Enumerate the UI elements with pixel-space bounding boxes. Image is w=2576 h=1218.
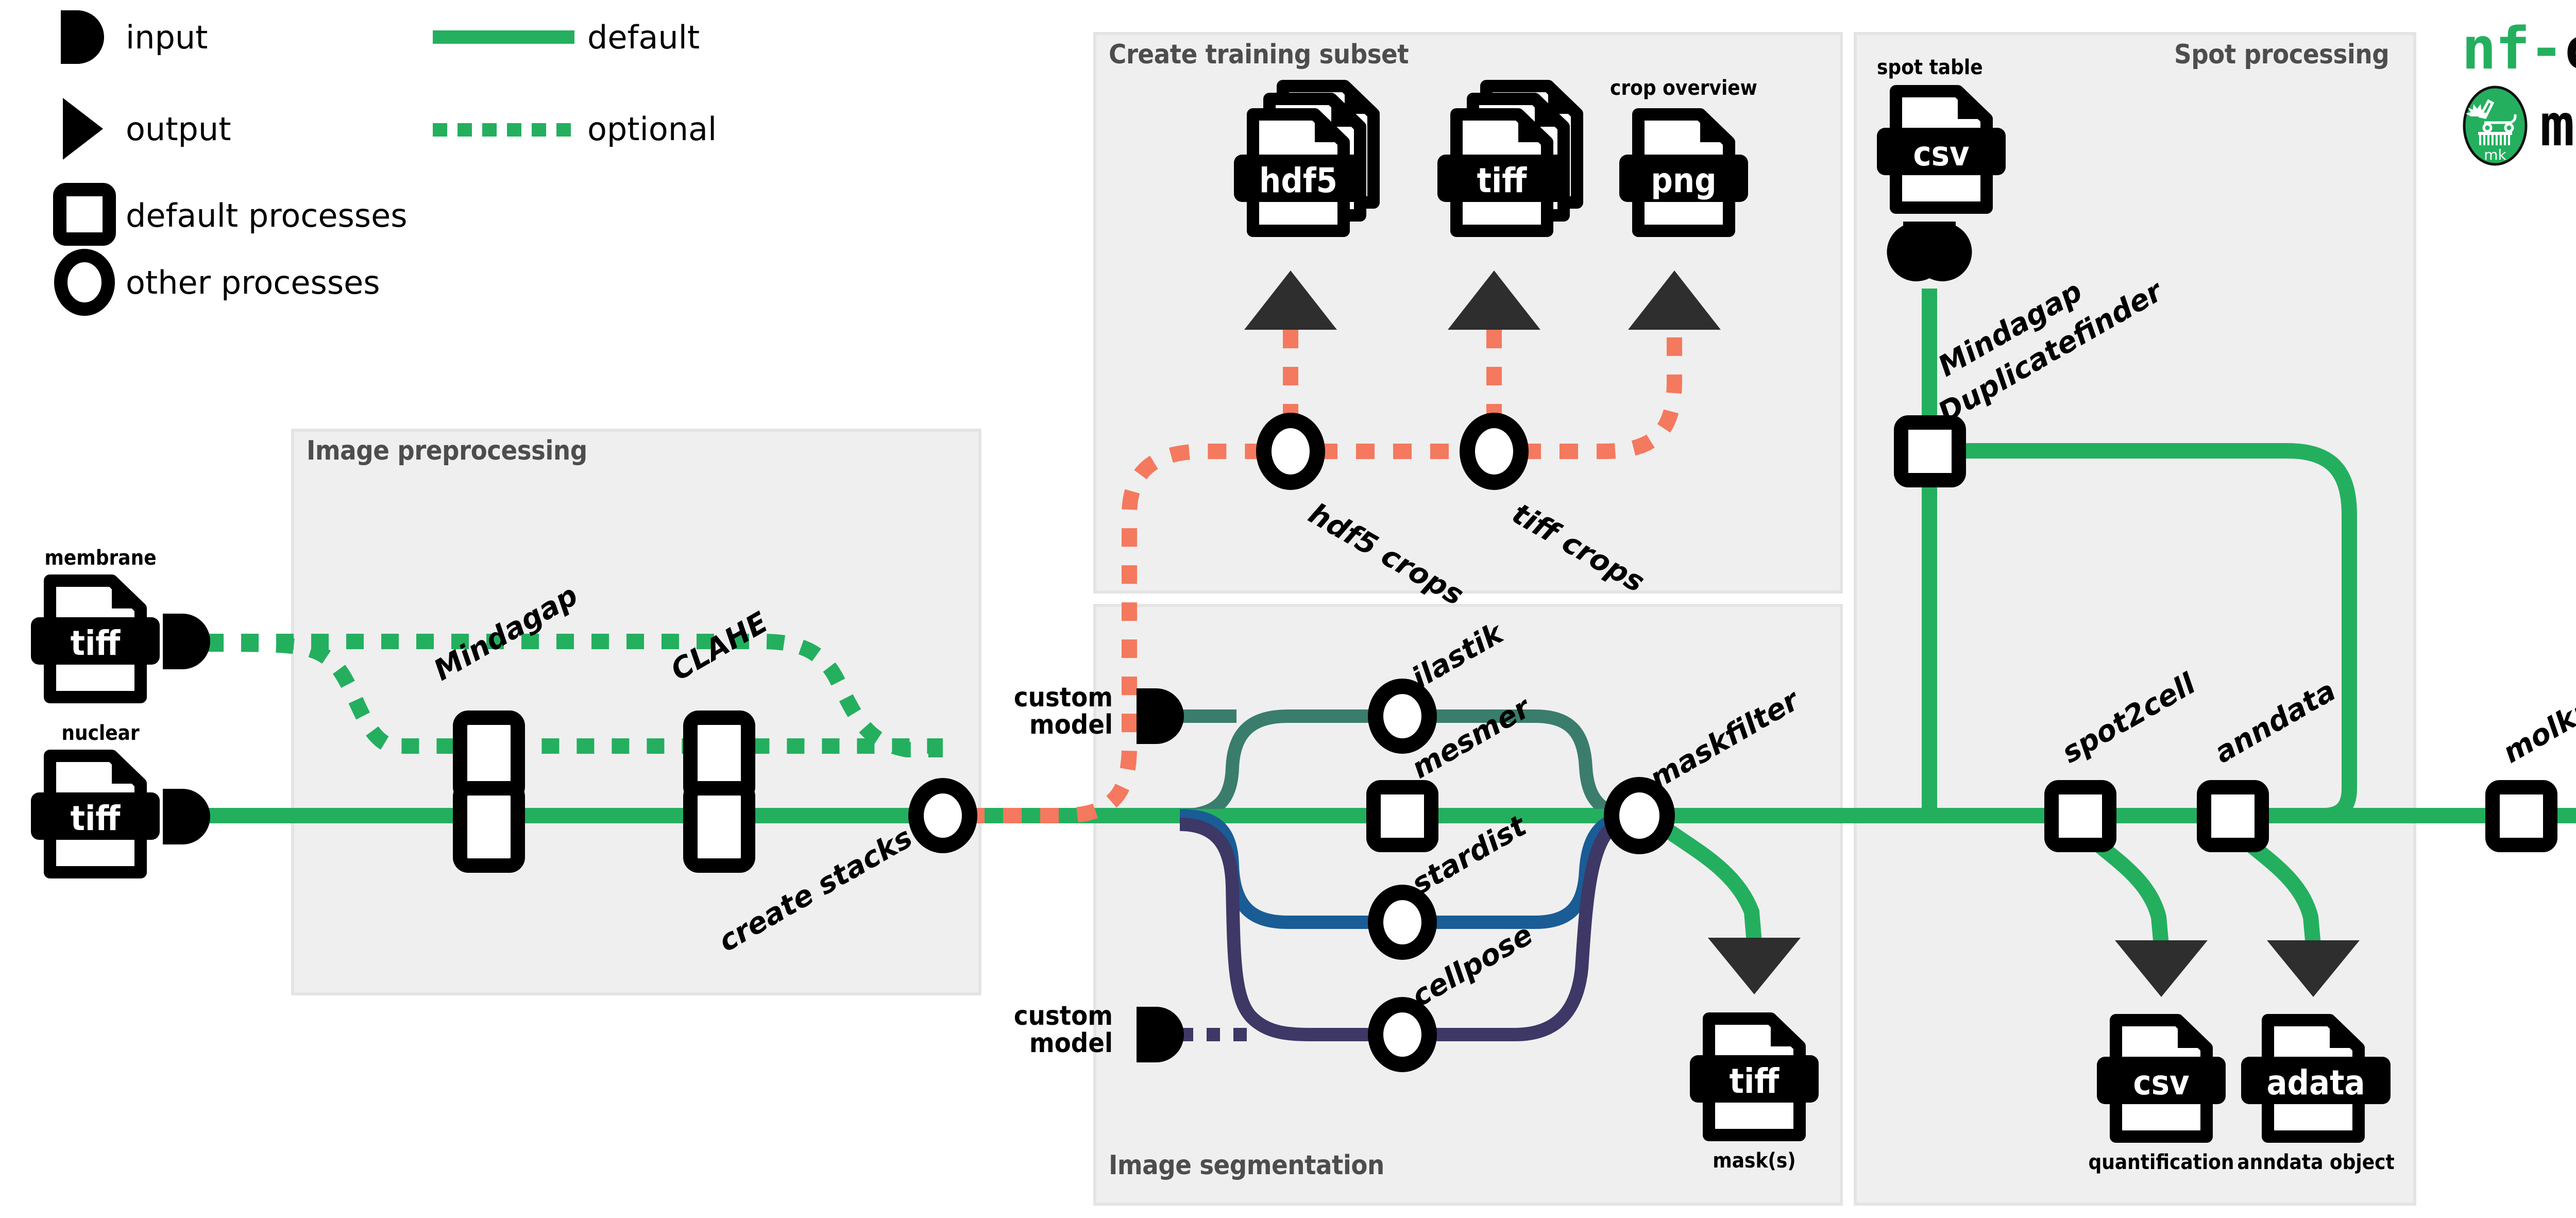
process-node-mesmer[interactable] xyxy=(1366,780,1438,852)
caption-anndata-object: anndata object xyxy=(2237,1151,2395,1174)
legend-square-node-icon xyxy=(53,183,116,246)
panel-spot-processing xyxy=(1854,32,2416,1206)
caption-quantification: quantification xyxy=(2088,1151,2234,1174)
caption-spot-table: spot table xyxy=(1877,56,1983,79)
file-icon-quantification-csv xyxy=(2097,1020,2226,1137)
file-icon-nuclear-tiff xyxy=(31,756,160,872)
legend-label-other-processes: other processes xyxy=(126,264,380,301)
custom-model-line1: custom xyxy=(1013,682,1113,713)
legend-label-input: input xyxy=(126,19,208,56)
process-node-spot2cell[interactable] xyxy=(2044,780,2116,852)
logo-name-text: molkart xyxy=(2540,92,2576,159)
file-type-nuclear: tiff xyxy=(70,799,121,838)
legend-output-arrow-icon xyxy=(63,98,103,160)
output-arrow-icon xyxy=(1244,270,1337,330)
file-icon-png-crop-overview xyxy=(1619,114,1748,231)
process-node-tiff-crops[interactable] xyxy=(1460,413,1529,490)
file-type-membrane: tiff xyxy=(70,623,121,663)
file-type-hdf5: hdf5 xyxy=(1259,161,1337,200)
process-node-molkartqc[interactable] xyxy=(2485,780,2557,852)
legend-label-default-processes: default processes xyxy=(126,197,408,234)
process-node-create-stacks[interactable] xyxy=(908,778,977,853)
file-type-masks-tiff: tiff xyxy=(1729,1061,1780,1101)
legend-label-output: output xyxy=(126,110,231,148)
legend-circle-node-icon xyxy=(54,249,115,316)
custom-model-line1: custom xyxy=(1013,1001,1113,1031)
logo-dash: - xyxy=(2529,15,2564,82)
custom-model-line2: model xyxy=(1029,1028,1113,1059)
logo-nf-text: nf xyxy=(2462,15,2530,82)
caption-nuclear: nuclear xyxy=(61,721,140,745)
file-type-adata: adata xyxy=(2266,1063,2365,1103)
input-connector-spot-table xyxy=(1887,222,1972,282)
edge-crops-optional xyxy=(966,309,1682,823)
custom-model-line2: model xyxy=(1029,709,1113,741)
file-icon-spot-table-csv xyxy=(1877,91,2006,208)
caption-membrane: membrane xyxy=(44,546,157,570)
file-icon-membrane-tiff xyxy=(31,581,160,697)
panel-image-preprocessing xyxy=(291,429,981,995)
file-icon-hdf5-stack xyxy=(1234,86,1374,231)
process-node-maskfilter[interactable] xyxy=(1604,777,1675,854)
edge-membrane-optional xyxy=(206,634,943,757)
logo-core-slash-text: core/ xyxy=(2563,15,2576,82)
file-icon-anndata-adata xyxy=(2241,1020,2391,1137)
output-arrow-icon xyxy=(1708,938,1801,994)
edge-maskfilter-to-masks xyxy=(1662,823,1762,944)
legend-input-shape-icon xyxy=(61,10,104,64)
output-arrow-icon xyxy=(1448,270,1540,330)
legend-label-default-line: default xyxy=(587,19,700,56)
file-icon-tiff-stack xyxy=(1437,86,1577,231)
panel-title-create-training-subset: Create training subset xyxy=(1109,39,1409,70)
process-node-clahe[interactable] xyxy=(683,711,755,873)
process-node-mindagap[interactable] xyxy=(453,711,525,873)
panel-title-spot-processing: Spot processing xyxy=(2174,39,2389,70)
file-type-tiff-crops: tiff xyxy=(1477,161,1527,200)
process-node-ilastik[interactable] xyxy=(1368,679,1437,754)
logo-prefix-text: nf-core/ xyxy=(2462,15,2576,82)
output-arrow-icon xyxy=(2267,940,2360,997)
file-icon-masks-tiff xyxy=(1690,1019,1819,1135)
brand-logo: nf-core/ xyxy=(2462,10,2576,167)
file-type-spot-table-csv: csv xyxy=(1913,134,1970,174)
caption-crop-overview: crop overview xyxy=(1610,76,1757,100)
file-type-png: png xyxy=(1651,161,1717,200)
lawn-mower-icon: mk xyxy=(2463,86,2528,166)
edge-dup-to-anndata xyxy=(1958,443,2357,823)
caption-masks: mask(s) xyxy=(1713,1149,1796,1173)
process-node-anndata[interactable] xyxy=(2197,780,2269,852)
process-node-cellpose[interactable] xyxy=(1368,997,1437,1072)
output-arrow-icon xyxy=(1628,270,1721,330)
process-node-mindagap-duplicatefinder[interactable] xyxy=(1894,415,1966,487)
panel-title-image-segmentation: Image segmentation xyxy=(1109,1150,1384,1181)
caption-custom-model-cellpose: custom model xyxy=(1013,1001,1113,1059)
file-type-quantification-csv: csv xyxy=(2133,1063,2190,1103)
process-node-hdf5-crops[interactable] xyxy=(1256,413,1325,490)
caption-custom-model-ilastik: custom model xyxy=(1014,684,1113,739)
logo-badge-text: mk xyxy=(2484,146,2506,163)
process-node-stardist[interactable] xyxy=(1368,885,1437,960)
output-arrow-icon xyxy=(2115,940,2208,997)
legend-label-optional-line: optional xyxy=(587,110,717,148)
panel-title-image-preprocessing: Image preprocessing xyxy=(307,435,587,466)
